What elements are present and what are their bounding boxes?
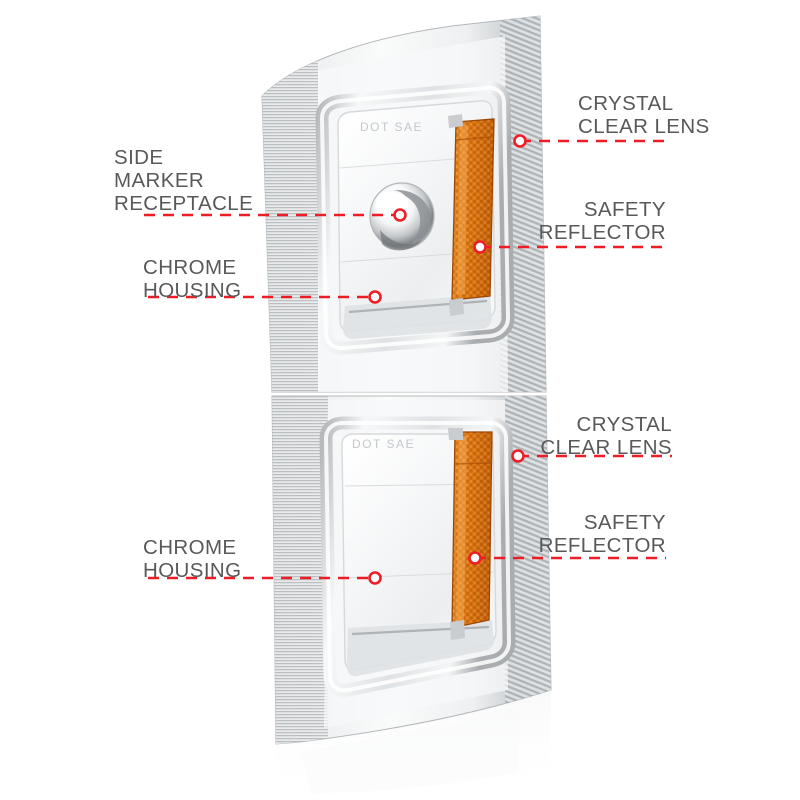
- annotation-label-chrome-housing-top: CHROME HOUSING: [143, 256, 242, 302]
- annotation-label-crystal-clear-lens-bottom: CRYSTAL CLEAR LENS: [540, 413, 672, 459]
- annotation-label-chrome-housing-bottom: CHROME HOUSING: [143, 536, 242, 582]
- emboss-dot-sae-bottom: DOT SAE: [352, 437, 415, 451]
- safety-reflector-top: [451, 118, 495, 301]
- lower-lamp-unit: DOT SAE: [271, 395, 552, 745]
- annotation-label-side-marker-receptacle: SIDE MARKER RECEPTACLE: [114, 146, 254, 215]
- annotation-label-crystal-clear-lens-top: CRYSTAL CLEAR LENS: [578, 92, 710, 138]
- safety-reflector-bottom: [451, 431, 493, 629]
- emboss-dot-sae-top: DOT SAE: [360, 120, 423, 134]
- annotation-label-safety-reflector-top: SAFETY REFLECTOR: [538, 198, 666, 244]
- upper-lamp-unit: DOT SAE: [261, 15, 547, 393]
- annotation-label-safety-reflector-bottom: SAFETY REFLECTOR: [538, 511, 666, 557]
- surface-reflection: [276, 692, 551, 798]
